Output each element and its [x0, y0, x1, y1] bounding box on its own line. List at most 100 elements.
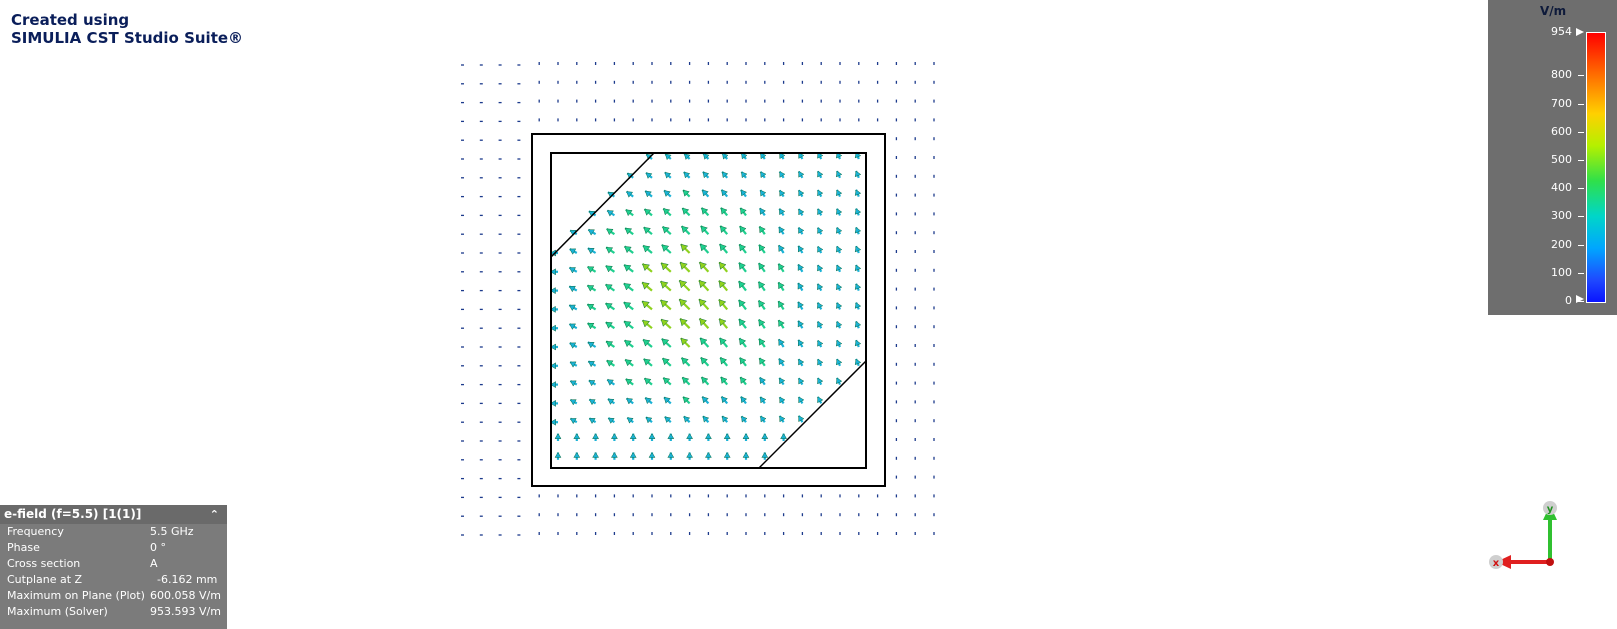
- field-arrowhead: [624, 227, 633, 235]
- field-arrowhead: [645, 416, 653, 424]
- info-row-label: Maximum (Solver): [7, 605, 108, 618]
- field-arrowhead: [778, 358, 786, 366]
- field-arrowhead: [702, 415, 710, 423]
- field-arrowhead: [854, 264, 862, 272]
- field-arrowhead: [835, 302, 843, 309]
- legend-tick-mark: [1578, 272, 1584, 274]
- legend-tick-mark: [1578, 216, 1584, 218]
- field-arrowhead: [642, 245, 651, 253]
- field-arrowhead: [798, 377, 805, 385]
- field-arrowhead: [642, 339, 651, 347]
- field-arrowhead: [758, 262, 766, 271]
- info-panel-header[interactable]: e-field (f=5.5) [1(1)] ⌃: [0, 505, 227, 524]
- field-arrowhead: [587, 229, 595, 236]
- legend-tick-mark: [1578, 131, 1584, 133]
- field-arrowhead: [817, 246, 824, 253]
- field-arrowhead: [703, 153, 710, 160]
- field-arrowhead: [702, 171, 710, 179]
- field-arrowhead: [761, 451, 769, 458]
- field-arrowhead: [797, 282, 805, 290]
- field-arrowhead: [722, 152, 729, 160]
- info-row-value: 600.058 V/m: [150, 589, 221, 602]
- field-arrowhead: [644, 190, 652, 198]
- field-arrowhead: [780, 433, 788, 439]
- legend-min-pointer-icon[interactable]: [1576, 295, 1584, 303]
- field-arrowhead: [760, 415, 767, 423]
- field-arrowhead: [699, 261, 708, 270]
- field-arrowhead: [758, 300, 766, 308]
- field-arrowhead: [549, 305, 556, 313]
- field-arrowhead: [835, 339, 843, 347]
- field-arrowhead: [718, 280, 727, 289]
- field-arrowhead: [587, 285, 595, 292]
- field-arrowhead: [682, 207, 690, 216]
- field-arrowhead: [723, 433, 731, 439]
- field-arrowhead: [720, 376, 728, 384]
- field-arrowhead: [721, 396, 728, 404]
- field-arrowhead: [760, 171, 767, 179]
- field-arrowhead: [797, 245, 805, 253]
- watermark-line-1: Created using: [11, 11, 130, 29]
- y-axis-badge: [1543, 501, 1557, 515]
- field-arrowhead: [681, 357, 689, 365]
- field-arrowhead: [835, 227, 843, 234]
- field-arrowhead: [550, 268, 556, 276]
- field-arrowhead: [778, 226, 786, 234]
- field-arrowhead: [605, 321, 613, 329]
- field-arrowhead: [779, 208, 786, 216]
- legend-max-pointer-icon[interactable]: [1576, 28, 1584, 36]
- field-arrowhead: [740, 207, 747, 215]
- field-arrowhead: [569, 418, 577, 425]
- field-arrowhead: [662, 226, 670, 234]
- field-arrowhead: [719, 337, 727, 346]
- legend-tick-label: 800: [1551, 68, 1572, 82]
- field-arrowhead: [661, 244, 670, 253]
- field-arrowhead: [778, 300, 785, 309]
- field-arrowhead: [550, 324, 556, 332]
- field-arrowhead: [662, 377, 671, 385]
- field-arrowhead: [798, 208, 805, 216]
- field-arrowhead: [740, 189, 748, 197]
- field-arrowhead: [679, 280, 688, 289]
- field-arrowhead: [835, 170, 843, 178]
- field-arrowhead: [569, 267, 577, 274]
- legend-tick-mark: [1578, 160, 1584, 161]
- field-arrowhead: [779, 152, 786, 160]
- field-arrowhead: [569, 342, 577, 349]
- field-arrowhead: [681, 225, 689, 234]
- field-arrowhead: [568, 304, 576, 312]
- field-arrowhead: [760, 189, 767, 197]
- field-arrowhead: [817, 208, 824, 216]
- field-arrowhead: [817, 302, 824, 309]
- field-arrowhead: [587, 266, 595, 273]
- field-arrowhead: [648, 433, 656, 439]
- legend-tick-label: 700: [1551, 96, 1572, 110]
- field-arrowhead: [679, 298, 688, 308]
- field-arrowhead: [817, 396, 824, 404]
- field-arrowhead: [643, 358, 651, 366]
- field-arrowhead: [704, 433, 712, 439]
- info-row: Maximum on Plane (Plot)600.058 V/m: [0, 588, 227, 604]
- field-arrowhead: [723, 451, 731, 458]
- info-row: Maximum (Solver)953.593 V/m: [0, 604, 227, 620]
- field-arrowhead: [569, 361, 577, 368]
- patch-outline: [550, 152, 867, 469]
- field-arrowhead: [740, 396, 748, 404]
- field-arrowhead: [718, 318, 727, 327]
- field-arrowhead: [641, 282, 650, 290]
- chevron-up-icon[interactable]: ⌃: [209, 508, 219, 521]
- field-arrowhead: [629, 451, 637, 458]
- field-arrowhead: [779, 189, 786, 197]
- field-arrowhead: [760, 152, 767, 160]
- field-arrowhead: [779, 415, 786, 423]
- field-arrowhead: [778, 281, 785, 290]
- field-arrowhead: [835, 208, 843, 215]
- field-arrowhead: [721, 415, 729, 423]
- field-arrowhead: [701, 207, 709, 215]
- field-arrowhead: [798, 152, 805, 159]
- field-arrowhead: [680, 337, 689, 346]
- field-arrowhead: [738, 262, 746, 270]
- field-arrowhead: [759, 357, 766, 365]
